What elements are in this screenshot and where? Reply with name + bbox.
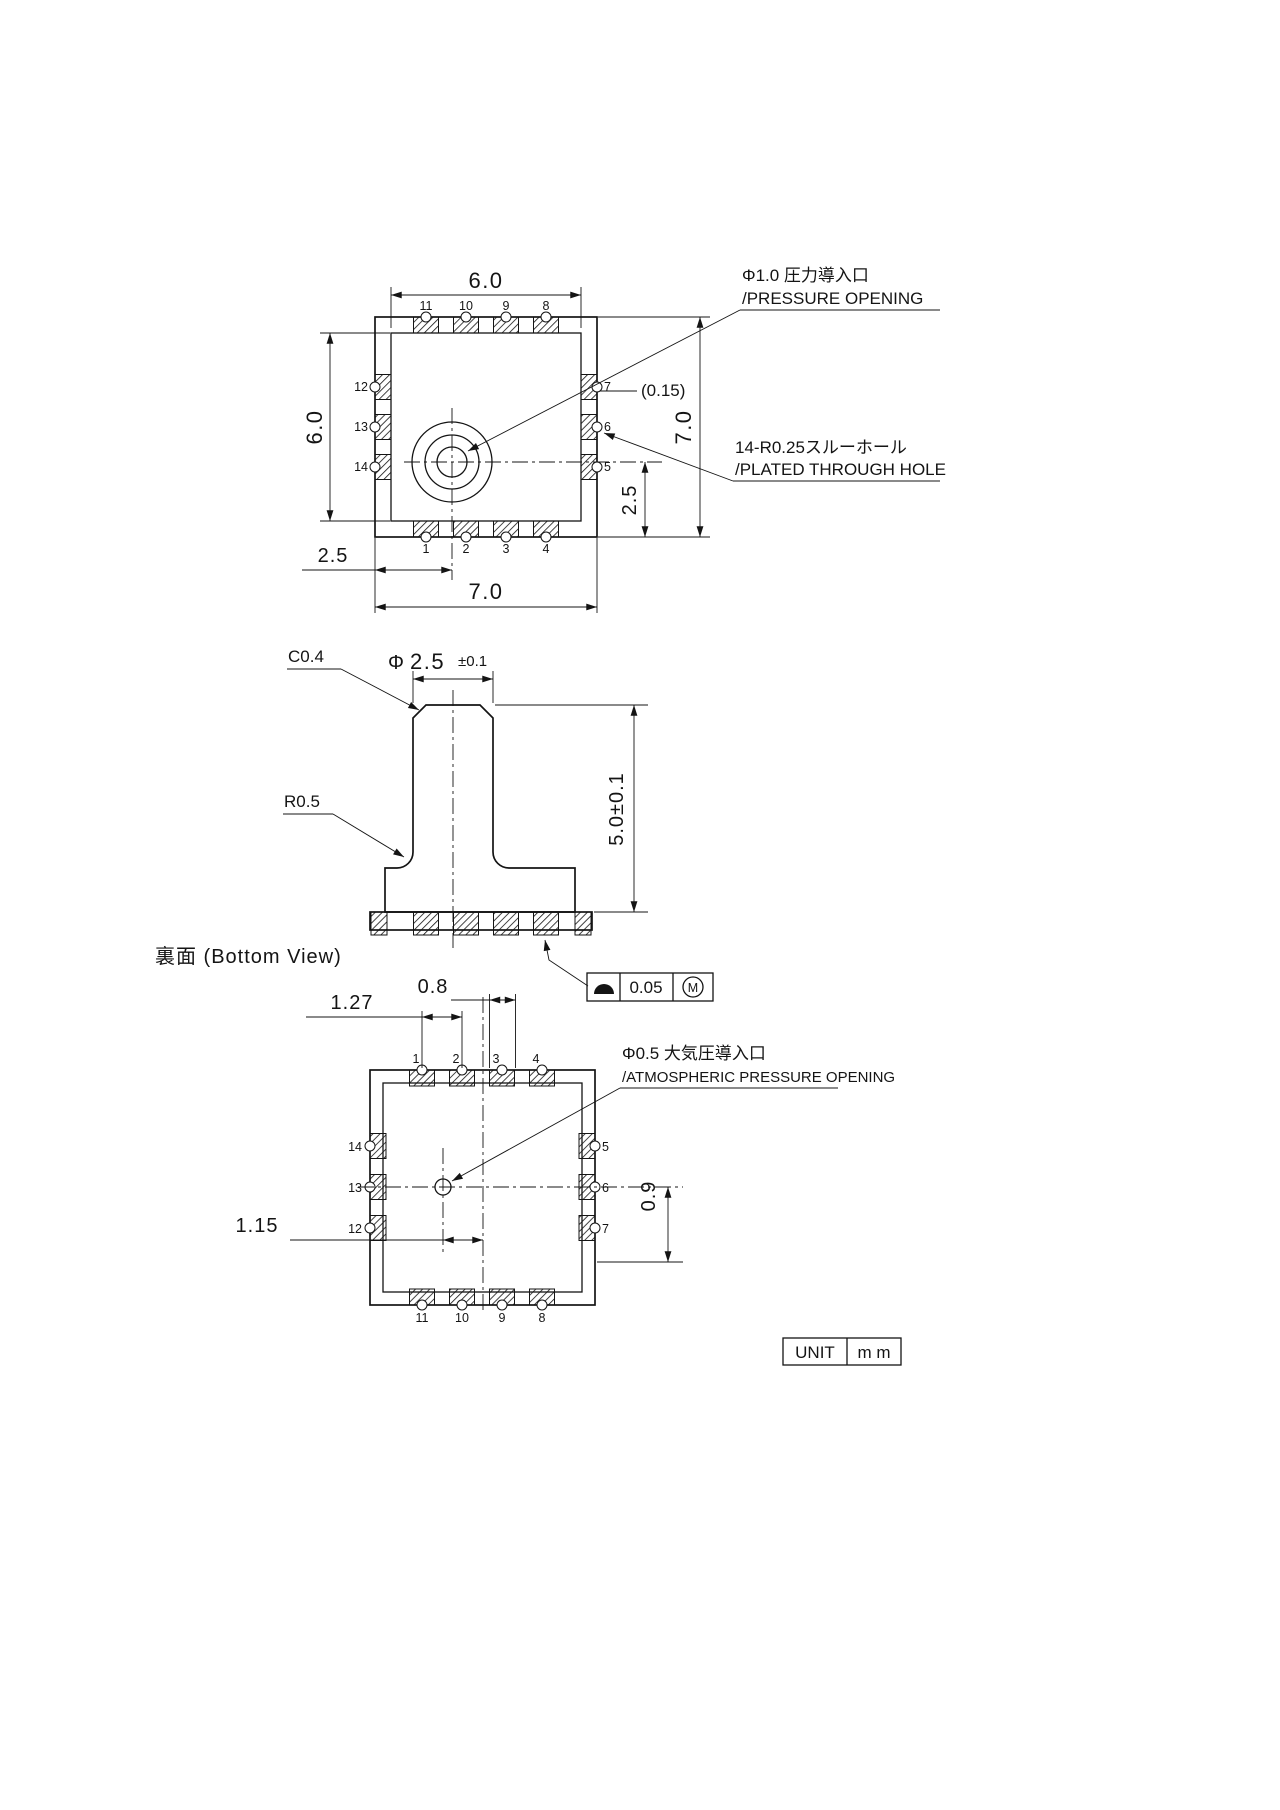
dim-diameter-tol: ±0.1 [458,653,487,670]
fillet-callout: R0.5 [284,792,320,811]
dim-diameter-phi: Φ [388,652,405,674]
side-view-dimensions: Φ 2.5 ±0.1 C0.4 R0.5 5.0±0.1 [283,647,648,913]
pin-label: 4 [533,1052,540,1066]
dim-edge: 0.9 [638,1181,660,1212]
pressure-opening-label-jp: Φ1.0 圧力導入口 [742,266,869,285]
pin-label: 11 [416,1311,429,1325]
pin-label: 14 [348,1140,362,1154]
pin-label: 13 [354,420,368,434]
dim-height: 5.0±0.1 [606,772,628,846]
atmospheric-label-jp: Φ0.5 大気圧導入口 [622,1044,766,1063]
pressure-opening-callout: Φ1.0 圧力導入口 /PRESSURE OPENING [467,266,940,452]
pressure-opening-label-en: /PRESSURE OPENING [742,289,923,308]
top-view-dimensions: 6.0 6.0 7.0 2.5 2.5 7.0 (0.15) [302,268,710,613]
atmospheric-label-en: /ATMOSPHERIC PRESSURE OPENING [622,1069,895,1086]
pin-label: 8 [539,1311,546,1325]
bottom-view-pin-numbers: 1 2 3 4 14 13 12 5 6 7 11 10 9 8 [348,1052,609,1325]
pin-label: 1 [413,1052,420,1066]
pin-label: 14 [354,460,368,474]
top-view-pads [374,316,598,538]
top-view: 6.0 6.0 7.0 2.5 2.5 7.0 (0.15) 11 10 [302,266,946,613]
through-hole-label-en: /PLATED THROUGH HOLE [735,460,946,479]
pin-label: 9 [499,1311,506,1325]
through-hole-label-jp: 14-R0.25スルーホール [735,438,907,457]
dim-diameter: 2.5 [410,649,445,674]
chamfer-callout: C0.4 [288,647,324,666]
dim-pitch: 1.27 [331,992,374,1014]
material-modifier-circle [682,976,704,998]
pin-label: 8 [543,299,550,313]
pin-label: 1 [423,542,430,556]
pin-label: 2 [463,542,470,556]
dim-pad-width: 0.8 [418,976,449,998]
pin-label: 3 [493,1052,500,1066]
pin-label: 4 [543,542,550,556]
bottom-view-title: 裏面 (Bottom View) [155,945,342,968]
unit-value: m m [857,1343,890,1362]
pin-label: 10 [455,1311,469,1325]
bottom-view-outline [369,1069,596,1306]
dim-port-offset-x: 2.5 [318,545,349,567]
side-view-pads [370,911,592,936]
pin-label: 13 [348,1181,362,1195]
dim-right-height: 7.0 [671,409,696,444]
material-modifier: M [688,981,698,995]
top-view-inner-outline [390,332,582,522]
dim-pad-ref: (0.15) [641,381,685,400]
top-view-castellations [369,311,603,543]
dim-left-height: 6.0 [302,409,327,444]
pin-label: 5 [602,1140,609,1154]
unit-box: UNIT m m [782,1337,902,1366]
top-view-pin-numbers: 11 10 9 8 12 13 14 7 6 5 1 2 3 4 [354,299,611,556]
bottom-view-inner-outline [382,1082,583,1293]
tolerance-value: 0.05 [629,978,662,997]
top-view-centerlines [404,408,662,580]
bottom-view: 裏面 (Bottom View) [155,945,895,1325]
bottom-view-pads [369,1069,596,1306]
side-view: Φ 2.5 ±0.1 C0.4 R0.5 5.0±0.1 0.05 M [283,647,714,1002]
pin-label: 12 [348,1222,362,1236]
dim-port-offset: 1.15 [236,1215,279,1237]
pin-label: 9 [503,299,510,313]
tolerance-frame: 0.05 M [543,939,714,1002]
unit-label: UNIT [795,1343,835,1362]
pin-label: 11 [420,299,433,313]
pin-label: 5 [604,460,611,474]
pin-label: 12 [354,380,368,394]
top-view-outline [374,316,598,538]
dim-bottom-width: 7.0 [468,579,503,604]
atmospheric-opening-callout: Φ0.5 大気圧導入口 /ATMOSPHERIC PRESSURE OPENIN… [451,1044,895,1182]
pin-label: 10 [459,299,473,313]
bottom-view-dimensions: 1.27 0.8 1.15 0.9 [236,976,683,1263]
profile-symbol-icon [594,984,614,994]
pin-label: 6 [604,420,611,434]
pin-label: 2 [453,1052,460,1066]
dim-port-offset-y: 2.5 [619,485,641,516]
bottom-view-castellations [364,1064,601,1311]
pin-label: 3 [503,542,510,556]
pin-label: 6 [602,1181,609,1195]
pin-label: 7 [604,380,611,394]
side-view-port-outline [384,704,576,913]
dim-top-width: 6.0 [468,268,503,293]
plated-through-hole-callout: 14-R0.25スルーホール /PLATED THROUGH HOLE [603,432,946,482]
pin-label: 7 [602,1222,609,1236]
